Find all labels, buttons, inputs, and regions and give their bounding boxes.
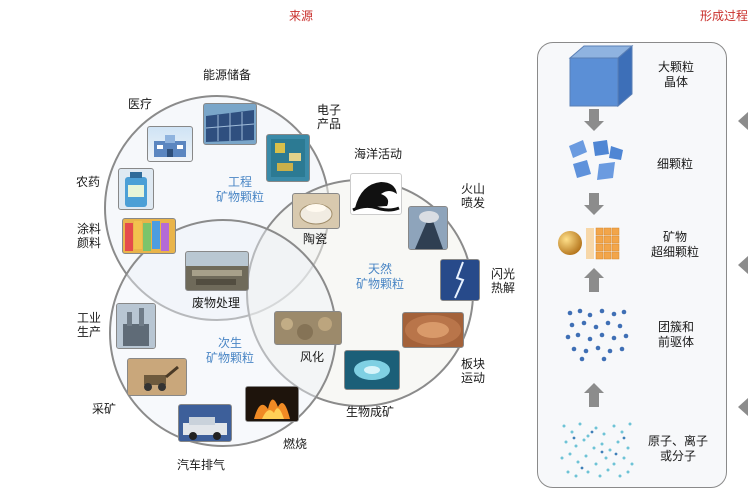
formation-header: 形成过程 bbox=[700, 9, 749, 23]
down-arrow-2-head bbox=[584, 205, 604, 215]
pesticide-bottle-image bbox=[118, 168, 154, 210]
large-crystal-icon bbox=[568, 44, 634, 108]
label-coating: 涂料颜料 bbox=[76, 222, 101, 250]
label-ceramics: 陶瓷 bbox=[303, 232, 328, 246]
circuit-board-image bbox=[266, 134, 310, 182]
combustion-image bbox=[245, 386, 299, 422]
ceramics-image bbox=[292, 193, 340, 229]
mining-image bbox=[127, 358, 187, 396]
label-electronics: 电子产品 bbox=[316, 103, 341, 131]
label-lightning: 闪光热解 bbox=[490, 267, 515, 295]
step-large-particles: 大颗粒晶体 bbox=[657, 60, 694, 89]
vehicle-exhaust-image bbox=[178, 404, 232, 442]
venn-diagram bbox=[104, 95, 474, 447]
formation-panel bbox=[537, 42, 727, 488]
up-arrow-1 bbox=[589, 278, 599, 292]
fine-particles-icon bbox=[569, 140, 623, 180]
label-pesticide: 农药 bbox=[76, 175, 101, 189]
weathering-image bbox=[274, 311, 342, 345]
plate-movement-image bbox=[402, 312, 464, 348]
right-edge-arrow-2 bbox=[738, 256, 748, 274]
right-edge-arrow-3 bbox=[738, 398, 748, 416]
secondary-label: 次生矿物颗粒 bbox=[205, 336, 254, 365]
right-edge-arrow-1 bbox=[738, 112, 748, 130]
label-ocean-activity: 海洋活动 bbox=[354, 147, 403, 161]
paint-swatches-image bbox=[122, 218, 176, 254]
atoms-icon bbox=[560, 422, 634, 478]
lightning-image bbox=[440, 259, 480, 301]
label-waste-treatment: 废物处理 bbox=[192, 296, 241, 310]
solar-panel-image bbox=[203, 103, 257, 145]
sources-header: 来源 bbox=[289, 9, 314, 23]
step-atoms: 原子、离子或分子 bbox=[647, 434, 708, 463]
down-arrow-1 bbox=[589, 109, 599, 121]
biomineralization-image bbox=[344, 350, 400, 390]
label-medical: 医疗 bbox=[128, 97, 153, 111]
down-arrow-1-head bbox=[584, 121, 604, 131]
label-plate-movement: 板块运动 bbox=[460, 357, 485, 385]
down-arrow-2 bbox=[589, 193, 599, 205]
step-ultrafine-particles: 矿物超细颗粒 bbox=[650, 230, 699, 259]
label-mining: 采矿 bbox=[92, 402, 117, 416]
label-biomineralization: 生物成矿 bbox=[346, 405, 395, 419]
clusters-icon bbox=[565, 308, 629, 362]
step-fine-particles: 细颗粒 bbox=[656, 157, 693, 171]
label-volcano: 火山喷发 bbox=[460, 182, 485, 210]
up-arrow-1-head bbox=[584, 268, 604, 278]
label-combustion: 燃烧 bbox=[283, 437, 308, 451]
industrial-image bbox=[116, 303, 156, 349]
up-arrow-2 bbox=[589, 393, 599, 407]
medical-building-image bbox=[147, 126, 193, 162]
label-vehicle-exhaust: 汽车排气 bbox=[177, 458, 226, 472]
engineered-label: 工程矿物颗粒 bbox=[215, 175, 264, 204]
volcano-image bbox=[408, 206, 448, 250]
label-energy-storage: 能源储备 bbox=[203, 68, 252, 82]
ocean-wave-image bbox=[350, 173, 402, 215]
waste-treatment-image bbox=[185, 251, 249, 291]
up-arrow-2-head bbox=[584, 383, 604, 393]
label-weathering: 风化 bbox=[300, 350, 325, 364]
ultrafine-particles-icon bbox=[558, 227, 620, 260]
natural-label: 天然矿物颗粒 bbox=[355, 262, 404, 291]
step-clusters: 团簇和前驱体 bbox=[657, 320, 694, 349]
label-industrial: 工业生产 bbox=[76, 311, 101, 339]
